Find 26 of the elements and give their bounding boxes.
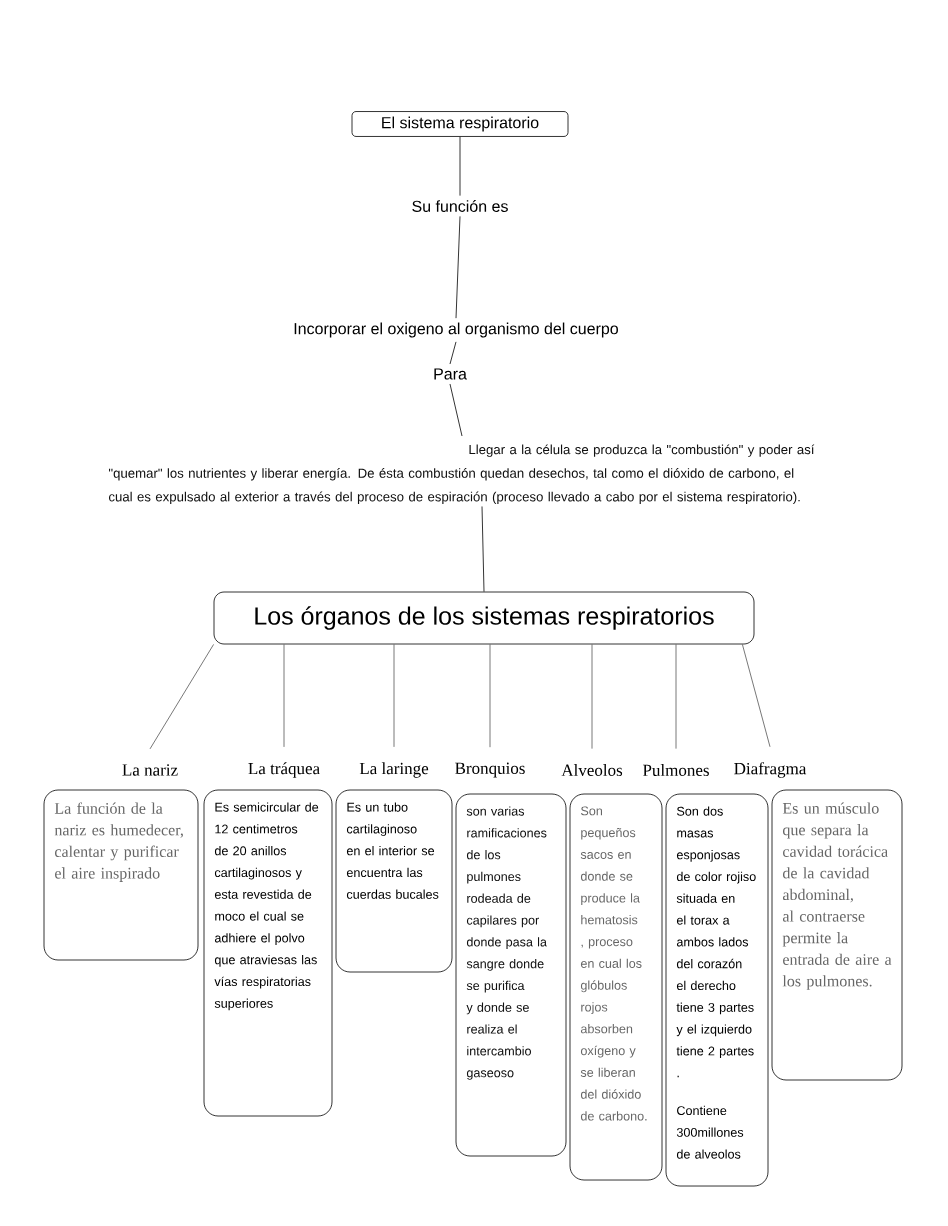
organ-heading: Bronquios — [455, 762, 525, 778]
connector-line — [675, 644, 677, 750]
connector-line — [591, 644, 593, 750]
connector-line — [742, 644, 771, 748]
connector-text: Incorporar el oxigeno al organismo del cuerpo — [294, 322, 618, 338]
connector-line — [283, 644, 285, 748]
connector-line — [149, 644, 214, 750]
connector-line — [481, 506, 485, 592]
organ-heading: Diafragma — [734, 762, 807, 778]
connector-text: Su función es — [412, 200, 508, 212]
organ-heading: La tráquea — [248, 762, 320, 778]
connector-line — [489, 644, 491, 748]
connector-line — [449, 341, 457, 365]
title-box: El sistema respiratorio — [351, 111, 569, 137]
connector-line — [393, 644, 395, 748]
connector-line — [449, 383, 463, 437]
connector-line — [459, 136, 461, 197]
organ-heading: Alveolos — [561, 764, 623, 776]
heading-box: Los órganos de los sistemas respiratorios — [213, 591, 755, 645]
connector-text: Para — [434, 368, 467, 380]
description-box: Es un músculo que separa la cavidad torácica de la cavidad abdominal, al contraerse permite la entrada de aire a los pulmones. — [771, 789, 903, 1081]
organ-heading: La laringe — [359, 762, 429, 778]
description-box: La función de la nariz es humedecer, calentar y purificar el aire inspirado — [43, 789, 199, 961]
connector-line — [455, 215, 461, 319]
organ-heading: Pulmones — [643, 764, 709, 776]
organ-heading: La nariz — [122, 764, 178, 776]
